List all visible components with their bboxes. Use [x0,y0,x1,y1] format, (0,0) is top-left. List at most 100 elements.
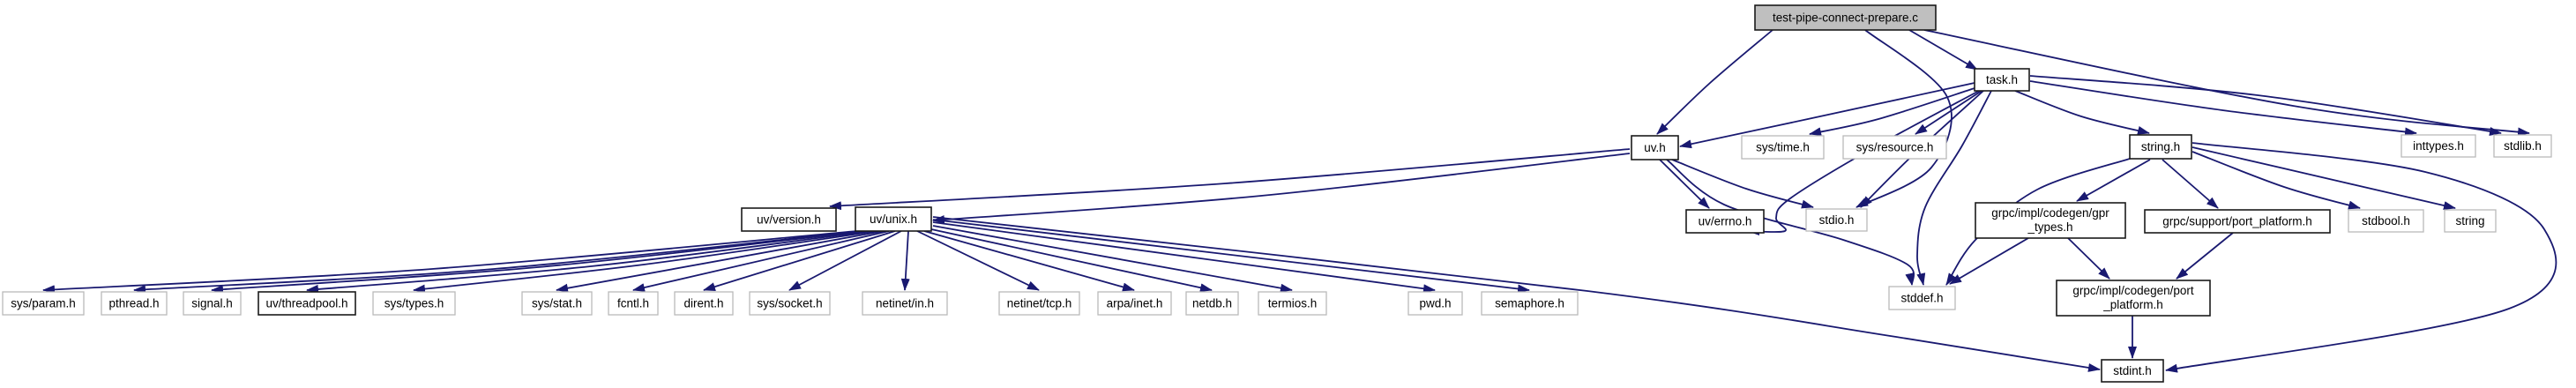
edge-stringh-to-stdint [2165,142,2557,373]
node-tppc: test-pipe-connect-prepare.c [1754,4,1937,31]
node-uverrno[interactable]: uv/errno.h [1685,209,1765,234]
edge-uvunix-to-uvthreadpool [306,230,872,294]
node-label: stdint.h [2113,364,2152,377]
node-label: uv/errno.h [1699,215,1752,228]
node-stringh[interactable]: string.h [2129,134,2192,160]
node-stdbool: stdbool.h [2348,209,2424,233]
node-label: grpc/impl/codegen/port_platform.h [2072,284,2194,311]
edge-uvunix-to-pwd [932,221,1436,294]
node-task[interactable]: task.h [1974,68,2030,92]
edge-uvunix-to-signal [211,230,867,295]
edge-uvunix-to-netinettcp [916,230,1040,291]
edge-uv-to-stddef [1666,159,1915,286]
node-uvthreadpool[interactable]: uv/threadpool.h [258,291,356,316]
node-semaphore: semaphore.h [1481,291,1579,316]
node-netdb: netdb.h [1185,291,1239,316]
node-stdlib: stdlib.h [2493,134,2552,158]
edge-uvunix-to-fcntl [632,230,890,292]
edge-task-to-stdlib [2029,75,2502,136]
node-stringnoh: string [2444,209,2497,233]
edge-uvunix-to-arpainet [923,230,1135,292]
node-label: uv/version.h [757,213,821,227]
node-label: task.h [1986,73,2018,86]
node-label: sys/socket.h [757,297,822,310]
node-label: arpa/inet.h [1107,297,1163,310]
edge-uvunix-to-stdint [932,216,2101,372]
node-netinetin: netinet/in.h [862,291,948,316]
edge-uvunix-to-sysstat [556,230,885,293]
edge-uvunix-to-systypes [413,230,878,294]
edge-stringh-to-stringnoh [2191,146,2456,210]
edge-uv-to-stdio [1671,159,1814,209]
node-dirent: dirent.h [674,291,734,316]
node-label: uv/unix.h [870,213,917,226]
edge-uv-to-uvunix [932,153,1631,225]
node-label: dirent.h [683,297,723,310]
edge-gprtypes-to-implpp [2067,237,2110,280]
node-label: string [2455,214,2484,228]
node-label: sys/stat.h [532,297,582,310]
edge-supportpp-to-implpp [2176,232,2234,280]
node-sysstat: sys/stat.h [521,291,593,316]
edge-task-to-uv [1679,82,1975,149]
node-label: stdio.h [1819,213,1855,227]
node-label: sys/types.h [385,297,444,310]
edge-uvunix-to-termios [932,225,1293,293]
edge-stringh-to-stdbool [2191,151,2361,210]
node-sysparam: sys/param.h [2,291,85,316]
node-label: fcntl.h [617,297,649,310]
edge-uvunix-to-netdb [930,228,1213,293]
edge-task-to-stringh [2014,90,2150,135]
node-supportpp[interactable]: grpc/support/port_platform.h [2144,209,2331,234]
node-label: uv/threadpool.h [265,297,347,310]
edge-tppc-to-task [1908,29,1978,71]
node-label: grpc/impl/codegen/gpr_types.h [1991,206,2109,234]
node-pthread: pthread.h [101,291,168,316]
node-label: termios.h [1268,297,1318,310]
node-uv[interactable]: uv.h [1631,135,1679,160]
node-arpainet: arpa/inet.h [1097,291,1172,316]
node-label: grpc/support/port_platform.h [2162,215,2312,228]
node-label: test-pipe-connect-prepare.c [1773,11,1918,25]
edge-task-to-inttypes [2029,80,2417,137]
node-systypes: sys/types.h [372,291,456,316]
node-signal: signal.h [183,291,242,316]
edge-tppc-to-stdio [1855,29,1953,208]
node-label: string.h [2141,140,2180,153]
node-label: stdlib.h [2504,139,2542,153]
edge-tppc-to-uv [1656,29,1773,135]
edge-uv-to-uvversion [829,148,1631,211]
node-label: pwd.h [1419,297,1451,310]
node-label: sys/param.h [11,297,76,310]
node-stdio: stdio.h [1805,208,1868,232]
edge-uvunix-to-netinetin [900,230,910,291]
edge-task-to-sysresource [1915,90,1982,135]
node-syssocket: sys/socket.h [749,291,831,316]
edge-uvunix-to-syssocket [788,230,902,291]
node-label: sys/time.h [1756,141,1810,154]
node-uvversion[interactable]: uv/version.h [741,207,837,232]
node-gprtypes[interactable]: grpc/impl/codegen/gpr_types.h [1975,202,2126,239]
edge-stringh-to-supportpp [2162,159,2219,209]
node-label: pthread.h [108,297,159,310]
node-label: uv.h [1644,141,1666,154]
edge-uvunix-to-dirent [703,230,896,291]
node-label: semaphore.h [1495,297,1564,310]
node-netinettcp: netinet/tcp.h [998,291,1080,316]
node-uvunix[interactable]: uv/unix.h [855,206,932,232]
node-label: stdbool.h [2362,214,2410,228]
node-sysresource: sys/resource.h [1842,135,1947,160]
node-systime: sys/time.h [1741,135,1825,160]
node-stdint[interactable]: stdint.h [2101,359,2164,383]
node-label: inttypes.h [2413,139,2464,153]
edge-uvunix-to-semaphore [932,219,1530,294]
node-fcntl: fcntl.h [608,291,659,316]
node-inttypes: inttypes.h [2401,134,2476,158]
node-stddef: stddef.h [1888,286,1956,310]
node-label: sys/resource.h [1856,141,1934,154]
node-pwd: pwd.h [1407,291,1463,316]
node-label: stddef.h [1900,292,1943,305]
node-implpp[interactable]: grpc/impl/codegen/port_platform.h [2056,280,2211,317]
